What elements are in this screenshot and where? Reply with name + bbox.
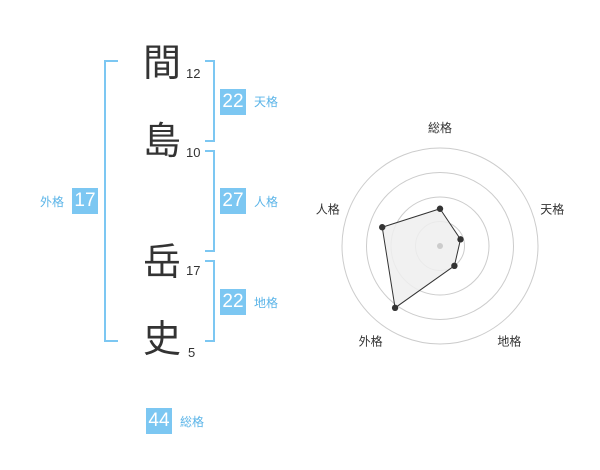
stroke-count-2: 10 <box>186 145 201 160</box>
gaikaku-label: 外格 <box>40 195 65 209</box>
tenkaku-value: 22 <box>220 89 246 115</box>
radar-point <box>436 205 444 212</box>
name-char-3: 岳 <box>143 240 182 284</box>
gaikaku-bracket <box>104 60 118 342</box>
radar-axis-label: 総格 <box>428 120 452 135</box>
stroke-count-1: 12 <box>186 66 201 81</box>
name-char-4: 史 <box>143 317 182 361</box>
radar-ring <box>366 172 514 320</box>
stroke-count-3: 17 <box>186 263 201 278</box>
radar-point <box>391 304 399 312</box>
name-char-1: 間 <box>143 41 182 85</box>
jinkaku-bracket <box>205 150 215 252</box>
radar-points <box>379 205 464 312</box>
name-char-2: 島 <box>143 119 182 163</box>
tenkaku-label: 天格 <box>254 95 279 109</box>
radar-point <box>457 236 464 243</box>
chikaku-label: 地格 <box>254 296 279 310</box>
radar-center-dot <box>437 243 443 249</box>
soukaku-label: 総格 <box>180 415 205 429</box>
jinkaku-label: 人格 <box>254 195 279 209</box>
gaikaku-value: 17 <box>72 188 98 214</box>
stroke-count-4: 5 <box>188 345 196 360</box>
radar-axis-label: 外格 <box>359 333 383 348</box>
radar-polygon <box>381 208 462 309</box>
radar-point <box>451 262 458 270</box>
radar-axis-label: 地格 <box>497 333 521 348</box>
radar-axis-label: 人格 <box>316 202 340 217</box>
tenkaku-bracket <box>205 60 215 142</box>
radar-point <box>379 224 386 231</box>
radar-ring <box>341 147 539 345</box>
radar-axis-label: 天格 <box>540 202 564 217</box>
jinkaku-value: 27 <box>220 188 246 214</box>
chikaku-value: 22 <box>220 289 246 315</box>
soukaku-value: 44 <box>146 408 172 434</box>
chikaku-bracket <box>205 260 215 342</box>
